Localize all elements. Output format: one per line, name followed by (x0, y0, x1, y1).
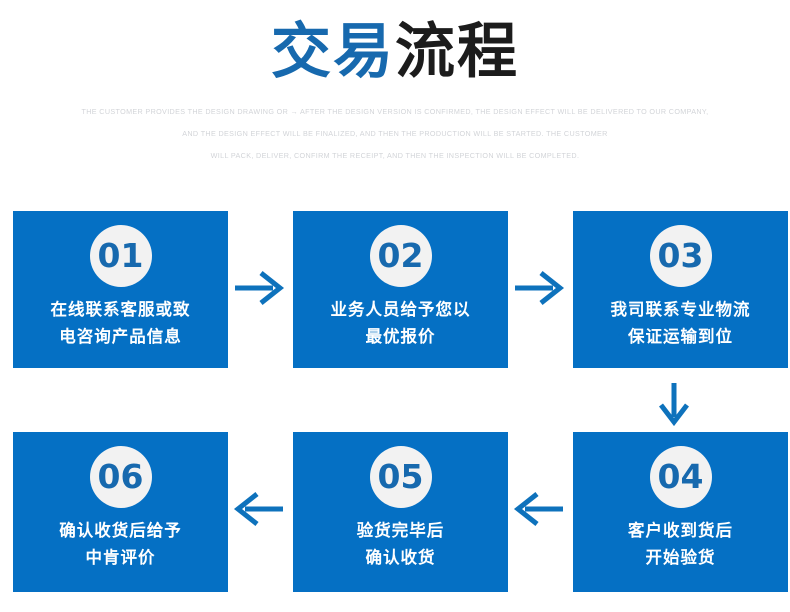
step-text-03-line2: 保证运输到位 (628, 327, 733, 346)
step-number-badge-04: 04 (649, 446, 712, 508)
step-text-06: 确认收货后给予 中肯评价 (13, 517, 228, 571)
step-number-badge-03: 03 (649, 225, 712, 287)
step-card-01[interactable]: 01 在线联系客服或致 电咨询产品信息 (13, 211, 228, 368)
step-text-04-line2: 开始验货 (645, 548, 716, 567)
subtitle-line-1: THE CUSTOMER PROVIDES THE DESIGN DRAWING… (81, 107, 709, 116)
step-card-06[interactable]: 06 确认收货后给予 中肯评价 (13, 432, 228, 592)
step-text-05-line2: 确认收货 (365, 548, 436, 567)
step-text-01: 在线联系客服或致 电咨询产品信息 (13, 296, 228, 350)
step-text-03-line1: 我司联系专业物流 (610, 300, 751, 319)
step-text-06-line1: 确认收货后给予 (59, 521, 182, 540)
step-text-02-line1: 业务人员给予您以 (330, 300, 471, 319)
step-card-04[interactable]: 04 客户收到货后 开始验货 (573, 432, 788, 592)
step-text-06-line2: 中肯评价 (85, 548, 156, 567)
step-text-02-line2: 最优报价 (365, 327, 436, 346)
page-title-dark-part: 流程 (395, 17, 519, 87)
step-card-02[interactable]: 02 业务人员给予您以 最优报价 (293, 211, 508, 368)
step-text-04: 客户收到货后 开始验货 (573, 517, 788, 571)
step-text-02: 业务人员给予您以 最优报价 (293, 296, 508, 350)
step-text-05: 验货完毕后 确认收货 (293, 517, 508, 571)
subtitle-line-3: WILL PACK, DELIVER, CONFIRM THE RECEIPT,… (210, 151, 580, 160)
step-text-04-line1: 客户收到货后 (628, 521, 733, 540)
step-number-badge-01: 01 (89, 225, 152, 287)
subtitle-block: THE CUSTOMER PROVIDES THE DESIGN DRAWING… (0, 87, 790, 167)
step-card-03[interactable]: 03 我司联系专业物流 保证运输到位 (573, 211, 788, 368)
arrow-left-icon (233, 489, 285, 534)
step-text-05-line1: 验货完毕后 (356, 521, 445, 540)
step-text-01-line2: 电咨询产品信息 (59, 327, 182, 346)
page-title: 交易流程 (0, 0, 790, 87)
arrow-left-icon (513, 489, 565, 534)
page-title-blue-part: 交易 (271, 17, 395, 87)
subtitle-line-2: AND THE DESIGN EFFECT WILL BE FINALIZED,… (182, 129, 608, 138)
header: 交易流程 THE CUSTOMER PROVIDES THE DESIGN DR… (0, 0, 790, 167)
step-card-05[interactable]: 05 验货完毕后 确认收货 (293, 432, 508, 592)
step-number-badge-05: 05 (369, 446, 432, 508)
step-number-badge-02: 02 (369, 225, 432, 287)
step-text-01-line1: 在线联系客服或致 (50, 300, 191, 319)
arrow-right-icon (513, 268, 565, 313)
arrow-right-icon (233, 268, 285, 313)
step-text-03: 我司联系专业物流 保证运输到位 (573, 296, 788, 350)
step-number-badge-06: 06 (89, 446, 152, 508)
arrow-down-icon (654, 381, 694, 431)
